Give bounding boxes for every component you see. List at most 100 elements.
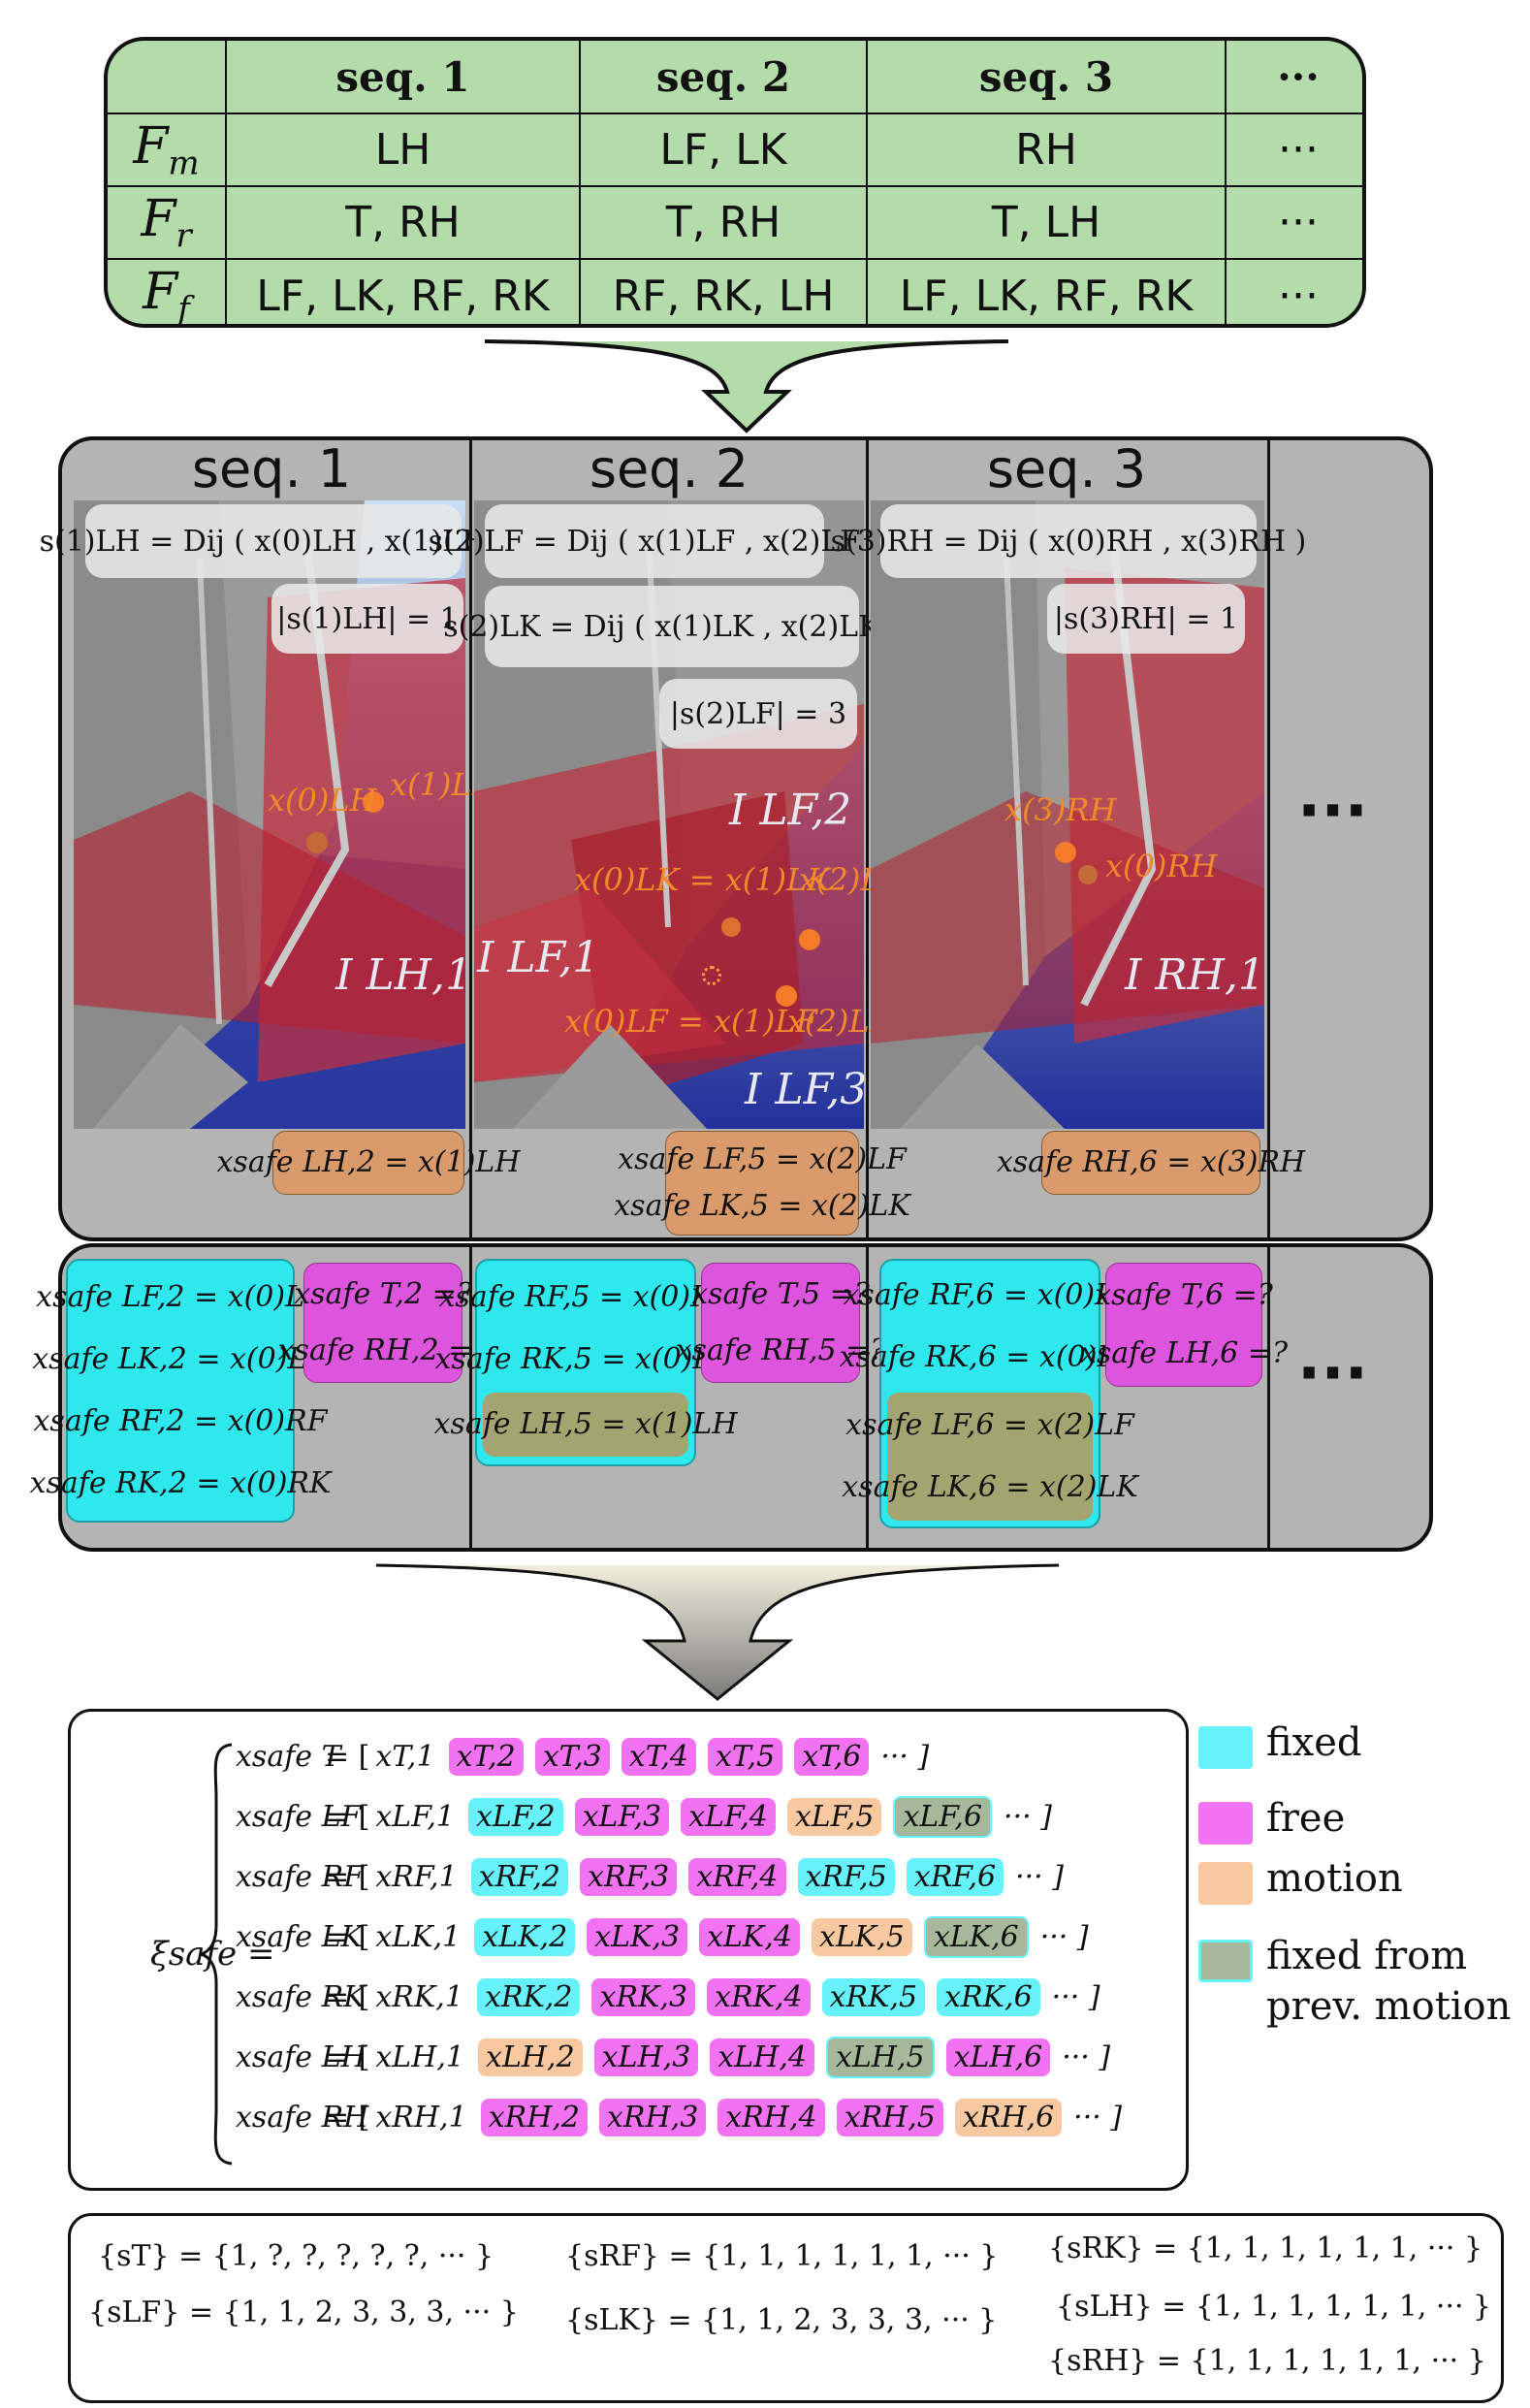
start-point xyxy=(1078,865,1098,884)
table-cell: T, RH xyxy=(579,185,868,260)
region-label: I LH,1 xyxy=(335,950,472,1000)
xi-cell-fixed: xRK,2 xyxy=(476,1977,581,2016)
xi-cell-plain: ··· ] xyxy=(1062,2039,1111,2074)
xi-row-equals: = [ xyxy=(325,1799,370,1834)
point-label: x(0)RH xyxy=(1105,848,1218,884)
xi-cell-free: xT,6 xyxy=(794,1737,870,1776)
count-bubble: |s(1)LH| = 1 xyxy=(271,584,463,654)
start-point xyxy=(306,832,328,853)
table-corner xyxy=(108,41,227,114)
divider xyxy=(1267,438,1270,1239)
xi-cell-fixed: xRK,5 xyxy=(821,1977,926,2016)
xi-row-equals: = [ xyxy=(325,1859,370,1894)
dij-bubble: s(3)RH = Dij ( x(0)RH , x(3)RH ) xyxy=(831,504,1306,578)
xi-cell-motion: xRH,6 xyxy=(954,2098,1063,2136)
xi-row-name: xsafe RH xyxy=(236,2100,369,2135)
xi-cell-fixed: xLF,2 xyxy=(468,1797,563,1836)
point-marker xyxy=(721,917,741,937)
point-marker xyxy=(776,985,797,1007)
table-cell: ··· xyxy=(1225,185,1362,260)
set-sT: {sT} = {1, ?, ?, ?, ?, ?, ··· } xyxy=(98,2239,494,2273)
set-sLH: {sLH} = {1, 1, 1, 1, 1, 1, ··· } xyxy=(1056,2290,1492,2324)
xi-cell-free: xRH,3 xyxy=(598,2098,707,2136)
divider xyxy=(469,1245,472,1550)
goal-point xyxy=(363,791,384,813)
xi-cell-fpm: xLF,6 xyxy=(893,1795,993,1838)
set-sRH: {sRH} = {1, 1, 1, 1, 1, 1, ··· } xyxy=(1048,2344,1486,2378)
table-cell: LF, LK xyxy=(579,112,868,187)
xi-row-equals: = [ xyxy=(325,2039,370,2074)
xi-cell-plain: xRH,1 xyxy=(375,2100,467,2135)
xi-row-name: xsafe T xyxy=(236,1739,341,1774)
xi-row-name: xsafe LH xyxy=(236,2039,367,2074)
xi-cell-free: xT,2 xyxy=(448,1737,524,1776)
xi-cell-free: xLK,4 xyxy=(699,1917,800,1956)
xi-row-name: xsafe LK xyxy=(236,1919,363,1954)
set-sLK: {sLK} = {1, 1, 2, 3, 3, 3, ··· } xyxy=(565,2303,998,2337)
point-label: x(0)LK = x(1)LK xyxy=(574,861,831,898)
sequence-table: seq. 1 seq. 2 seq. 3 ··· Fm LH LF, LK RH… xyxy=(104,37,1366,328)
xi-cell-free: xRK,4 xyxy=(707,1977,811,2016)
divider xyxy=(469,438,472,1239)
step-sets-panel: {sT} = {1, ?, ?, ?, ?, ?, ··· } {sLF} = … xyxy=(68,2213,1504,2403)
more-ellipsis: ··· xyxy=(1297,1338,1368,1410)
fixed-box: xsafe LF,2 = x(0)LF xsafe LK,2 = x(0)LK … xyxy=(30,1259,331,1523)
legend-label-motion: motion xyxy=(1266,1856,1403,1901)
safe-target-box: xsafe LF,5 = x(2)LF xsafe LK,5 = x(2)LK xyxy=(614,1131,910,1236)
xi-row-name: xsafe RK xyxy=(236,1979,366,2014)
seq2-title: seq. 2 xyxy=(589,438,749,499)
xi-cell-plain: ··· ] xyxy=(1073,2100,1123,2135)
xi-cell-plain: ··· ] xyxy=(1015,1859,1064,1894)
xi-row-equals: = [ xyxy=(325,1739,370,1774)
free-box: xsafe T,2 =? xsafe RH,2 =? xyxy=(278,1263,488,1383)
count-bubble: |s(3)RH| = 1 xyxy=(1047,584,1245,654)
xi-cell-free: xT,4 xyxy=(621,1737,697,1776)
point-label: x(3)RH xyxy=(1004,791,1117,828)
xi-cell-plain: ··· ] xyxy=(1039,1919,1089,1954)
xi-cell-free: xRH,2 xyxy=(480,2098,588,2136)
xi-cell-plain: xRF,1 xyxy=(375,1859,458,1894)
dij-bubble: s(1)LH = Dij ( x(0)LH , x(1)LH ) xyxy=(40,504,507,578)
xi-cell-free: xLF,4 xyxy=(681,1797,776,1836)
row-label-fm: Fm xyxy=(108,112,227,187)
xi-cell-free: xT,3 xyxy=(534,1737,610,1776)
table-header-more: ··· xyxy=(1225,41,1362,114)
safe-target-box: xsafe RH,6 = x(3)RH xyxy=(997,1131,1305,1195)
goal-point xyxy=(1055,842,1076,863)
free-box: xsafe T,6 =? xsafe LH,6 =? xyxy=(1080,1263,1288,1387)
point-marker xyxy=(799,929,820,950)
count-bubble: |s(2)LF| = 3 xyxy=(659,679,857,749)
free-box: xsafe T,5 =? xsafe RH,5 =? xyxy=(676,1263,885,1383)
xi-cell-plain: ··· ] xyxy=(1004,1799,1052,1834)
legend-label-fpm-2: prev. motion xyxy=(1266,1984,1512,2029)
xi-cell-free: xRH,5 xyxy=(836,2098,943,2136)
seq1-title: seq. 1 xyxy=(191,438,352,499)
table-cell: T, LH xyxy=(866,185,1227,260)
xi-cell-free: xLH,4 xyxy=(710,2038,814,2076)
scene-seq1 xyxy=(74,500,465,1129)
xi-cell-free: xRF,4 xyxy=(688,1857,786,1896)
xi-cell-fixed: xRK,6 xyxy=(937,1977,1040,2016)
xi-cell-plain: xRK,1 xyxy=(375,1979,463,2014)
curly-brace xyxy=(200,1743,233,2166)
table-cell: ··· xyxy=(1225,112,1362,187)
dij-bubble-lf: s(2)LF = Dij ( x(1)LF , x(2)LF ) xyxy=(429,504,880,578)
xi-cell-motion: xLF,5 xyxy=(786,1797,882,1836)
xi-cell-free: xT,5 xyxy=(708,1737,783,1776)
funnel-arrow-green xyxy=(484,339,1009,433)
xi-cell-fixed: xRF,5 xyxy=(797,1857,895,1896)
xi-row-equals: = [ xyxy=(325,1919,370,1954)
xi-cell-plain: xT,1 xyxy=(375,1739,435,1774)
xi-cell-plain: ··· ] xyxy=(1051,1979,1100,2014)
legend-label-free: free xyxy=(1266,1796,1346,1841)
dij-bubble-lk: s(2)LK = Dij ( x(1)LK , x(2)LK ) xyxy=(443,586,901,667)
funnel-arrow-gray xyxy=(375,1563,1060,1701)
divider xyxy=(866,1245,869,1550)
xi-cell-fixed: xRF,6 xyxy=(906,1857,1004,1896)
legend-label-fpm-1: fixed from xyxy=(1266,1934,1468,1978)
